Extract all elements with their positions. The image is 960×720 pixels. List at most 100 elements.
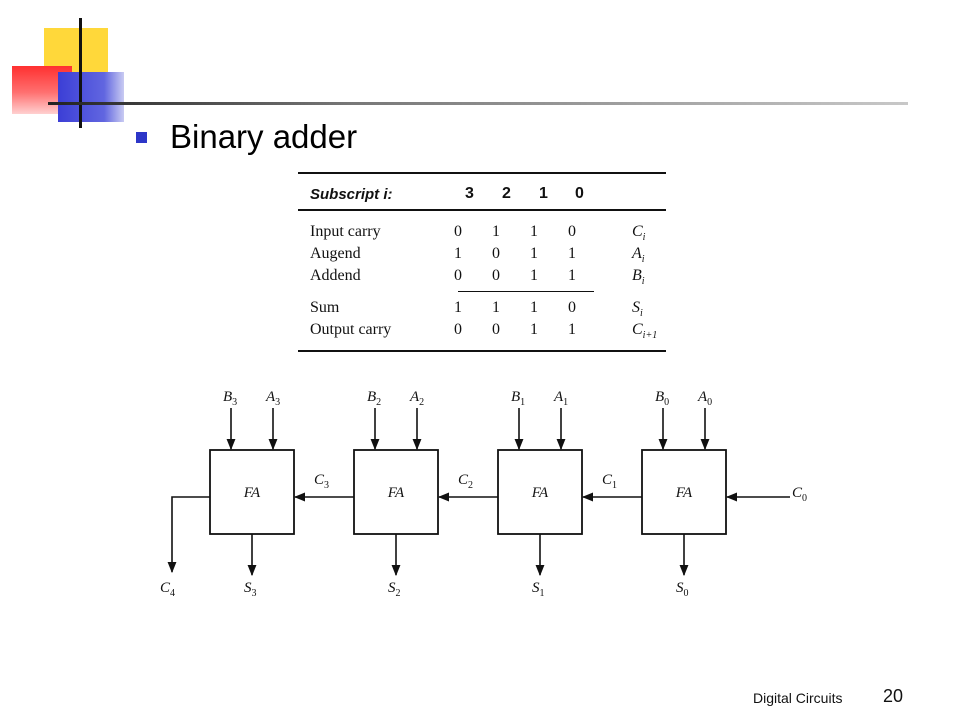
a-input-label: A2 bbox=[409, 389, 424, 408]
carry-out-label: C4 bbox=[160, 580, 175, 599]
symbol-subscript: 3 bbox=[275, 397, 280, 408]
symbol-letter: B bbox=[632, 267, 642, 284]
bullet-square-icon bbox=[136, 131, 147, 143]
table-row-label: Output carry bbox=[310, 321, 392, 338]
table-cell-value: 1 bbox=[454, 299, 462, 316]
table-cell-value: 1 bbox=[454, 245, 462, 262]
a-input-label: A3 bbox=[265, 389, 280, 408]
table-header-subscript: 3 bbox=[465, 185, 474, 202]
symbol-subscript: 1 bbox=[540, 588, 545, 599]
table-cell-value: 0 bbox=[454, 321, 462, 338]
symbol-letter: C bbox=[602, 472, 613, 488]
symbol-letter: B bbox=[655, 389, 664, 405]
table-header-label: Subscript i: bbox=[310, 186, 393, 203]
symbol-letter: C bbox=[632, 321, 643, 338]
symbol-letter: S bbox=[532, 580, 540, 596]
symbol-subscript: 3 bbox=[252, 588, 257, 599]
symbol-subscript: 2 bbox=[419, 397, 424, 408]
symbol-letter: B bbox=[367, 389, 376, 405]
table-cell-value: 1 bbox=[530, 299, 538, 316]
symbol-letter: A bbox=[632, 245, 642, 262]
symbol-subscript: 4 bbox=[170, 588, 175, 599]
symbol-letter: C bbox=[314, 472, 325, 488]
sum-output-label: S2 bbox=[388, 580, 401, 599]
table-cell-value: 1 bbox=[530, 321, 538, 338]
symbol-letter: A bbox=[409, 389, 420, 405]
full-adder-block bbox=[641, 449, 727, 535]
decor-blue-square bbox=[58, 72, 124, 122]
page-number: 20 bbox=[883, 686, 904, 706]
table-sum-rule bbox=[458, 291, 594, 292]
table-cell-value: 0 bbox=[568, 299, 576, 316]
slide-title: Binary adder bbox=[170, 118, 358, 155]
table-cell-value: 1 bbox=[530, 267, 538, 284]
table-cell-value: 1 bbox=[568, 267, 576, 284]
full-adder-label: FA bbox=[387, 485, 405, 501]
symbol-subscript: i+1 bbox=[642, 330, 658, 342]
symbol-letter: C bbox=[792, 485, 803, 501]
symbol-subscript: 2 bbox=[468, 480, 473, 491]
table-row-label: Augend bbox=[310, 245, 361, 262]
b-input-label: B0 bbox=[655, 389, 669, 408]
table-header-rule bbox=[298, 209, 666, 211]
table-row-label: Sum bbox=[310, 299, 340, 316]
symbol-letter: A bbox=[697, 389, 708, 405]
full-adder-label: FA bbox=[243, 485, 261, 501]
symbol-letter: S bbox=[244, 580, 252, 596]
b-input-label: B2 bbox=[367, 389, 381, 408]
symbol-subscript: 3 bbox=[324, 480, 329, 491]
symbol-subscript: i bbox=[640, 308, 643, 320]
symbol-letter: B bbox=[223, 389, 232, 405]
symbol-subscript: 3 bbox=[232, 397, 237, 408]
carry-out-arrow bbox=[167, 496, 210, 574]
symbol-letter: S bbox=[632, 299, 640, 316]
table-header-subscript: 2 bbox=[502, 185, 511, 202]
table-row-symbol: Ai bbox=[632, 245, 645, 265]
symbol-subscript: 0 bbox=[802, 493, 807, 504]
symbol-subscript: 1 bbox=[520, 397, 525, 408]
carry-label: C2 bbox=[458, 472, 473, 491]
symbol-subscript: 0 bbox=[664, 397, 669, 408]
table-cell-value: 0 bbox=[568, 223, 576, 240]
symbol-letter: C bbox=[160, 580, 171, 596]
table-row-label: Input carry bbox=[310, 223, 381, 240]
title-row: Binary adder bbox=[136, 118, 357, 156]
carry-in-label: C0 bbox=[792, 485, 807, 504]
carry-label: C1 bbox=[602, 472, 617, 491]
a-input-label: A0 bbox=[697, 389, 712, 408]
full-adder-block bbox=[497, 449, 583, 535]
table-header-subscript: 0 bbox=[575, 185, 584, 202]
footer-course-name: Digital Circuits bbox=[753, 690, 843, 706]
symbol-subscript: 2 bbox=[376, 397, 381, 408]
table-row-symbol: Ci bbox=[632, 223, 645, 243]
full-adder-label: FA bbox=[675, 485, 693, 501]
symbol-subscript: 0 bbox=[707, 397, 712, 408]
decor-horizontal-rule bbox=[48, 102, 908, 105]
sum-output-label: S1 bbox=[532, 580, 545, 599]
symbol-letter: S bbox=[676, 580, 684, 596]
table-cell-value: 1 bbox=[492, 299, 500, 316]
symbol-letter: C bbox=[458, 472, 469, 488]
symbol-subscript: 1 bbox=[612, 480, 617, 491]
symbol-subscript: 2 bbox=[396, 588, 401, 599]
table-row-label: Addend bbox=[310, 267, 361, 284]
table-header-subscript: 1 bbox=[539, 185, 548, 202]
table-row-symbol: Bi bbox=[632, 267, 645, 287]
symbol-letter: B bbox=[511, 389, 520, 405]
symbol-letter: C bbox=[632, 223, 643, 240]
a-input-label: A1 bbox=[553, 389, 568, 408]
symbol-subscript: i bbox=[641, 276, 645, 288]
sum-output-label: S3 bbox=[244, 580, 257, 599]
full-adder-block bbox=[209, 449, 295, 535]
table-cell-value: 1 bbox=[530, 223, 538, 240]
table-row-symbol: Ci+1 bbox=[632, 321, 657, 341]
table-bottom-rule bbox=[298, 350, 666, 352]
symbol-subscript: 1 bbox=[563, 397, 568, 408]
table-cell-value: 1 bbox=[530, 245, 538, 262]
table-cell-value: 0 bbox=[492, 245, 500, 262]
table-cell-value: 0 bbox=[492, 321, 500, 338]
b-input-label: B3 bbox=[223, 389, 237, 408]
symbol-letter: S bbox=[388, 580, 396, 596]
table-cell-value: 0 bbox=[492, 267, 500, 284]
